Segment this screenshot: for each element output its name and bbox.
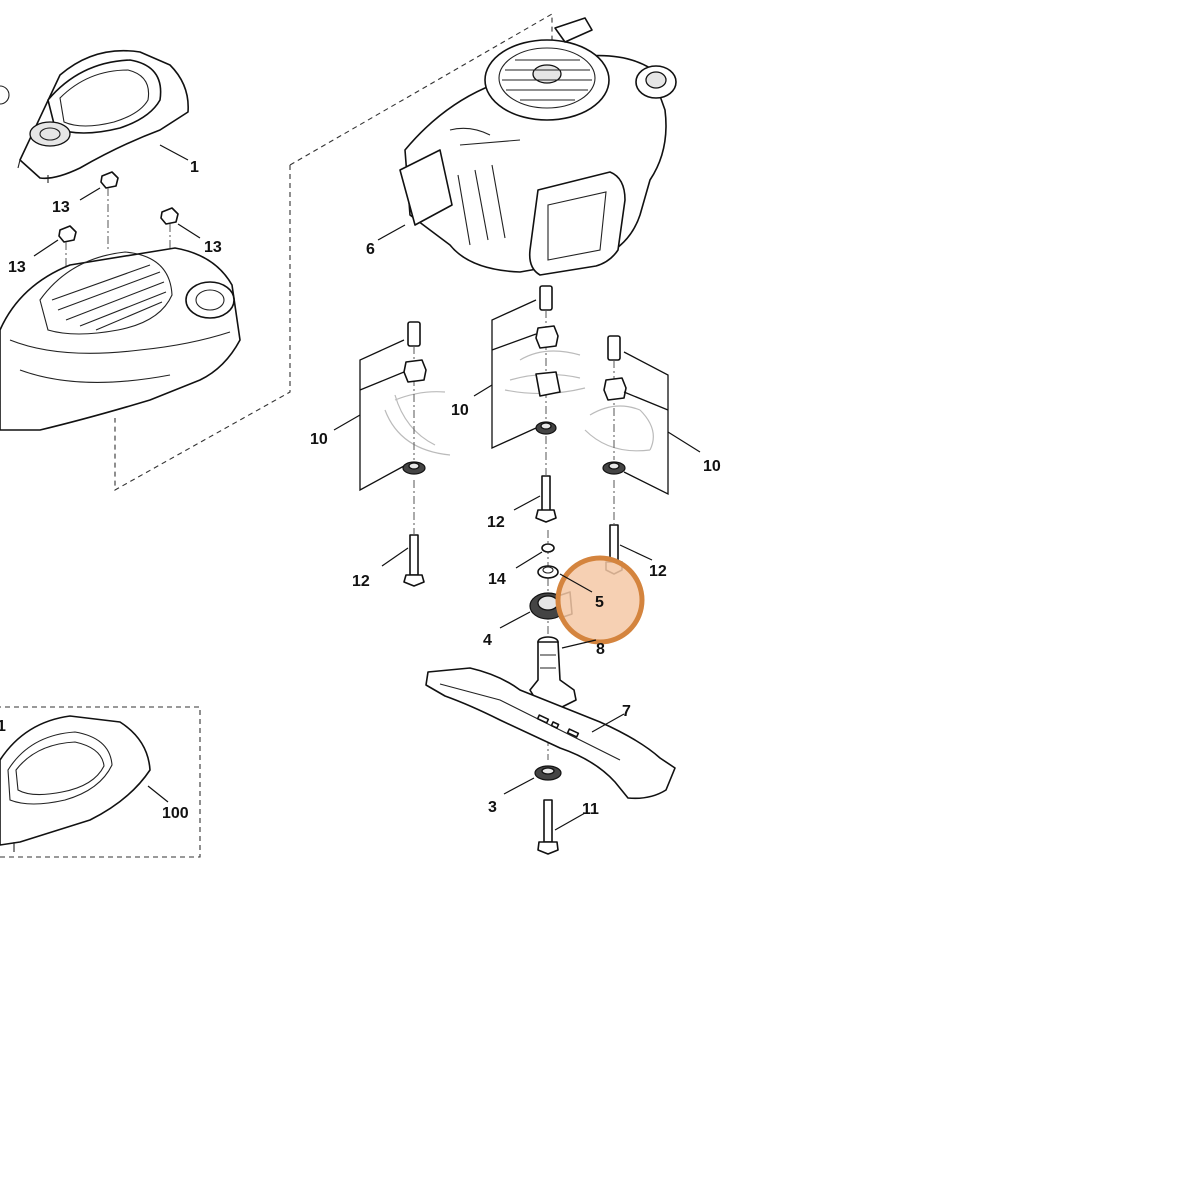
bracket: [491, 333, 537, 351]
label-nut-a: 13: [52, 199, 70, 216]
label-ring: 14: [488, 571, 506, 588]
label-bolt-left: 12: [352, 573, 370, 590]
label-hub: 5: [595, 594, 604, 611]
label-mount-left: 10: [310, 431, 328, 448]
label-cover-top: 1: [190, 159, 199, 176]
leader-line: [559, 573, 593, 593]
mount-center-column: [535, 285, 561, 523]
engine-part: [399, 17, 677, 276]
leader-line: [561, 639, 597, 649]
label-blade-bolt: 11: [582, 801, 599, 818]
label-bearing: 4: [483, 632, 492, 649]
deck-outline: [584, 405, 654, 452]
label-blade: 7: [622, 703, 631, 720]
leader-line: [377, 224, 406, 241]
bracket: [359, 339, 405, 492]
leader-line: [619, 544, 653, 561]
ring-part: [541, 543, 555, 553]
label-nut-b: 13: [204, 239, 222, 256]
washer-part: [534, 765, 562, 781]
blade-part: [425, 667, 676, 800]
cover-kit-part: [0, 715, 151, 852]
mount-left-column: [402, 321, 427, 587]
bracket: [623, 351, 669, 496]
leader-line: [554, 812, 586, 831]
cover-kit-frame: [0, 706, 201, 858]
bracket: [623, 391, 669, 411]
deck-outline: [384, 391, 451, 456]
leader-line: [499, 611, 531, 629]
nut-13-center: [100, 171, 119, 250]
leader-line: [159, 144, 189, 161]
highlight-circle: [555, 555, 645, 645]
leader-line: [79, 187, 101, 201]
leader-line: [177, 223, 201, 239]
label-cover-kit-part: 1: [0, 718, 6, 735]
leader-line: [381, 547, 409, 567]
label-adapter: 8: [596, 641, 605, 658]
ref-circle: [0, 85, 10, 105]
label-washer: 3: [488, 799, 497, 816]
bracket: [359, 371, 405, 391]
leader-line: [513, 495, 541, 511]
label-nut-c: 13: [8, 259, 26, 276]
cover-top-part: [17, 49, 189, 183]
leader-line: [33, 239, 59, 257]
hub-part: [537, 565, 559, 579]
adapter-part: [529, 636, 577, 709]
bracket: [491, 299, 537, 450]
leader-line: [515, 551, 543, 569]
leader-line: [591, 713, 625, 733]
leader-line: [147, 785, 169, 803]
blade-bolt-part: [537, 799, 559, 855]
leader-line: [503, 777, 535, 795]
lower-housing-part: [0, 247, 241, 431]
label-bolt-right: 12: [649, 563, 667, 580]
leader-line: [473, 384, 493, 397]
leader-line: [667, 431, 701, 453]
mount-right-column: [602, 335, 627, 575]
label-mount-center: 10: [451, 402, 469, 419]
label-mount-right: 10: [703, 458, 721, 475]
label-bolt-center: 12: [487, 514, 505, 531]
label-cover-kit: 100: [162, 805, 189, 822]
leader-line: [333, 414, 361, 431]
label-engine: 6: [366, 241, 375, 258]
